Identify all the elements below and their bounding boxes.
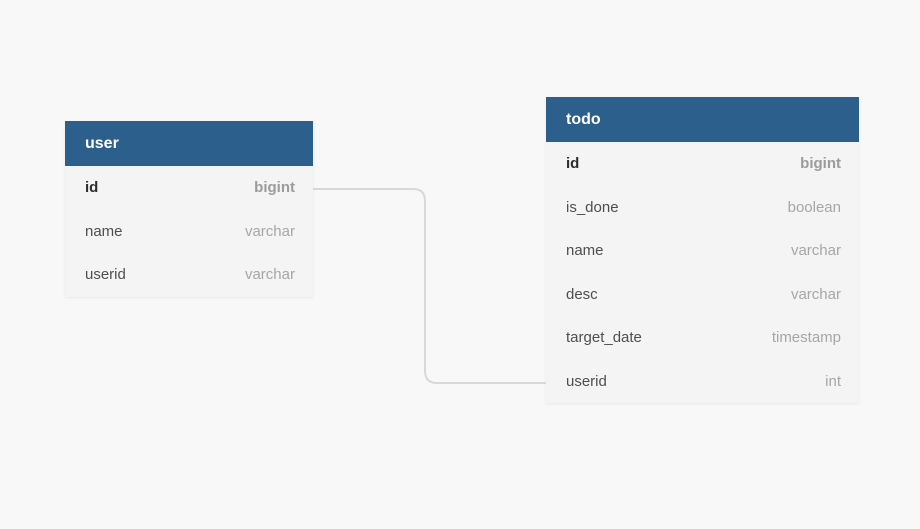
column-type: varchar: [790, 242, 841, 260]
table-todo-header[interactable]: todo: [546, 97, 859, 142]
column-type: bigint: [254, 179, 295, 197]
table-user[interactable]: user id bigint name varchar userid varch…: [65, 121, 313, 297]
table-todo-title: todo: [566, 111, 601, 128]
column-name: userid: [566, 372, 607, 390]
table-row: is_done boolean: [546, 186, 859, 230]
column-name: id: [566, 155, 580, 173]
table-user-header[interactable]: user: [65, 121, 313, 166]
table-row: userid varchar: [65, 253, 313, 297]
column-type: varchar: [244, 266, 295, 284]
column-name: name: [566, 242, 604, 260]
column-type: varchar: [244, 222, 295, 240]
table-row: name varchar: [546, 229, 859, 273]
column-name: userid: [85, 266, 126, 284]
column-type: timestamp: [771, 329, 841, 347]
column-type: varchar: [790, 285, 841, 303]
table-row: target_date timestamp: [546, 316, 859, 360]
column-name: desc: [566, 285, 598, 303]
table-row: id bigint: [65, 166, 313, 210]
column-name: id: [85, 179, 99, 197]
relationship-line-user-id-to-todo-userid: [313, 188, 546, 384]
column-type: int: [825, 372, 841, 390]
table-user-title: user: [85, 135, 119, 152]
table-row: id bigint: [546, 142, 859, 186]
column-name: name: [85, 222, 123, 240]
column-name: target_date: [566, 329, 642, 347]
column-type: boolean: [787, 198, 841, 216]
column-type: bigint: [800, 155, 841, 173]
table-todo[interactable]: todo id bigint is_done boolean name varc…: [546, 97, 859, 403]
table-row: name varchar: [65, 210, 313, 254]
table-row: userid int: [546, 360, 859, 404]
table-row: desc varchar: [546, 273, 859, 317]
column-name: is_done: [566, 198, 619, 216]
